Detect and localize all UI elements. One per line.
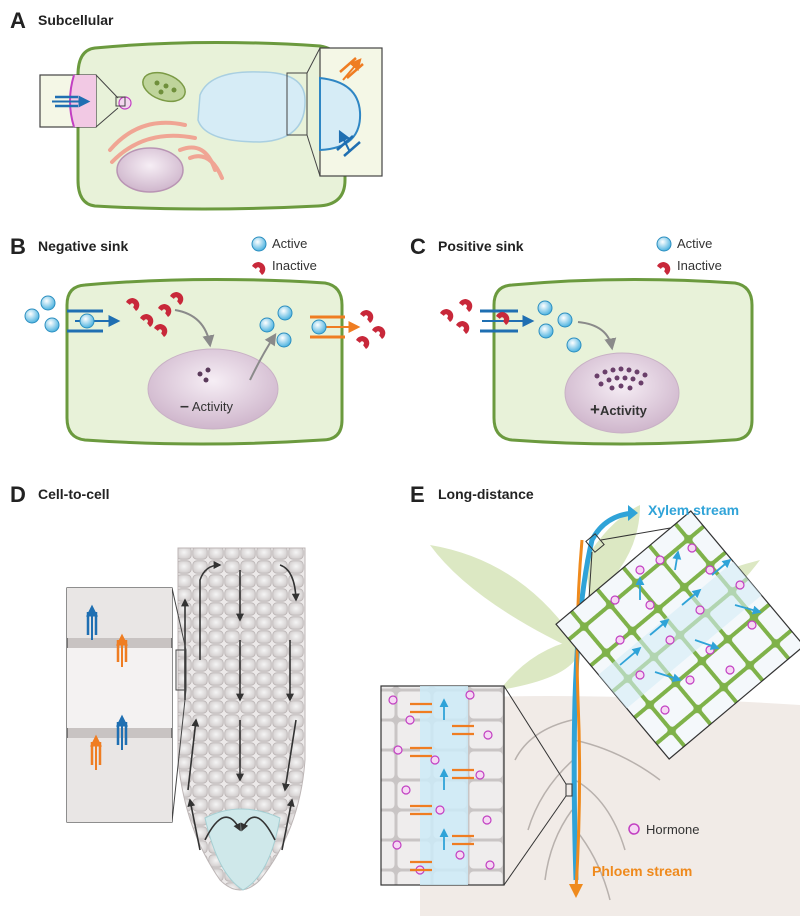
panel-b-diagram bbox=[65, 277, 361, 446]
panel-a-title: Subcellular bbox=[38, 12, 114, 28]
activity-text: Activity bbox=[599, 403, 647, 418]
vacuole bbox=[197, 71, 306, 143]
panel-d-letter: D bbox=[10, 482, 26, 507]
legend-active-c: Active bbox=[677, 236, 713, 251]
xylem-flow-arrows bbox=[619, 550, 762, 683]
root-cap bbox=[204, 808, 281, 891]
panel-a-letter: A bbox=[10, 8, 26, 33]
legend-active-b: Active bbox=[272, 236, 308, 251]
positive-activity-label: +Activity bbox=[590, 400, 647, 420]
panel-b-title: Negative sink bbox=[38, 238, 129, 254]
negative-sink-nucleus bbox=[147, 348, 279, 430]
active-molecules bbox=[24, 236, 672, 353]
panel-b-letter: B bbox=[10, 234, 26, 259]
roots bbox=[514, 719, 661, 901]
panel-d-title: Cell-to-cell bbox=[38, 486, 110, 502]
phloem-stream-line bbox=[574, 539, 584, 891]
panel-e-diagram bbox=[380, 505, 800, 916]
negative-activity-label: – Activity bbox=[180, 398, 233, 416]
nucleus bbox=[116, 147, 184, 193]
leaf-left bbox=[430, 545, 575, 650]
hormone-legend-label: Hormone bbox=[646, 822, 700, 837]
hormone-legend-icon bbox=[628, 823, 640, 835]
inactive-molecules bbox=[126, 262, 671, 349]
panel-c-title: Positive sink bbox=[438, 238, 524, 254]
xylem-hormones bbox=[610, 543, 757, 715]
panel-a-diagram bbox=[39, 40, 383, 211]
phloem-hormones bbox=[388, 690, 495, 875]
positive-sink-nucleus bbox=[564, 352, 680, 434]
tonoplast-focus-box bbox=[286, 72, 308, 136]
golgi-apparatus bbox=[108, 120, 224, 180]
panel-e-letter: E bbox=[410, 482, 425, 507]
legend-inactive-b: Inactive bbox=[272, 258, 317, 273]
leaf-top bbox=[585, 505, 640, 600]
xylem-stream-label: Xylem stream bbox=[648, 502, 740, 518]
soil bbox=[420, 696, 800, 916]
legend-inactive-c: Inactive bbox=[677, 258, 722, 273]
activity-text: Activity bbox=[191, 399, 233, 414]
panel-e-title: Long-distance bbox=[438, 486, 534, 502]
phloem-stream-label: Phloem stream bbox=[592, 863, 693, 879]
plus-sign: + bbox=[590, 400, 600, 419]
auxin-flow-arrows bbox=[181, 561, 300, 851]
panel-c-letter: C bbox=[410, 234, 426, 259]
panel-d-diagram bbox=[66, 547, 306, 891]
minus-sign: – bbox=[180, 398, 189, 415]
phloem-transporters bbox=[410, 702, 474, 872]
